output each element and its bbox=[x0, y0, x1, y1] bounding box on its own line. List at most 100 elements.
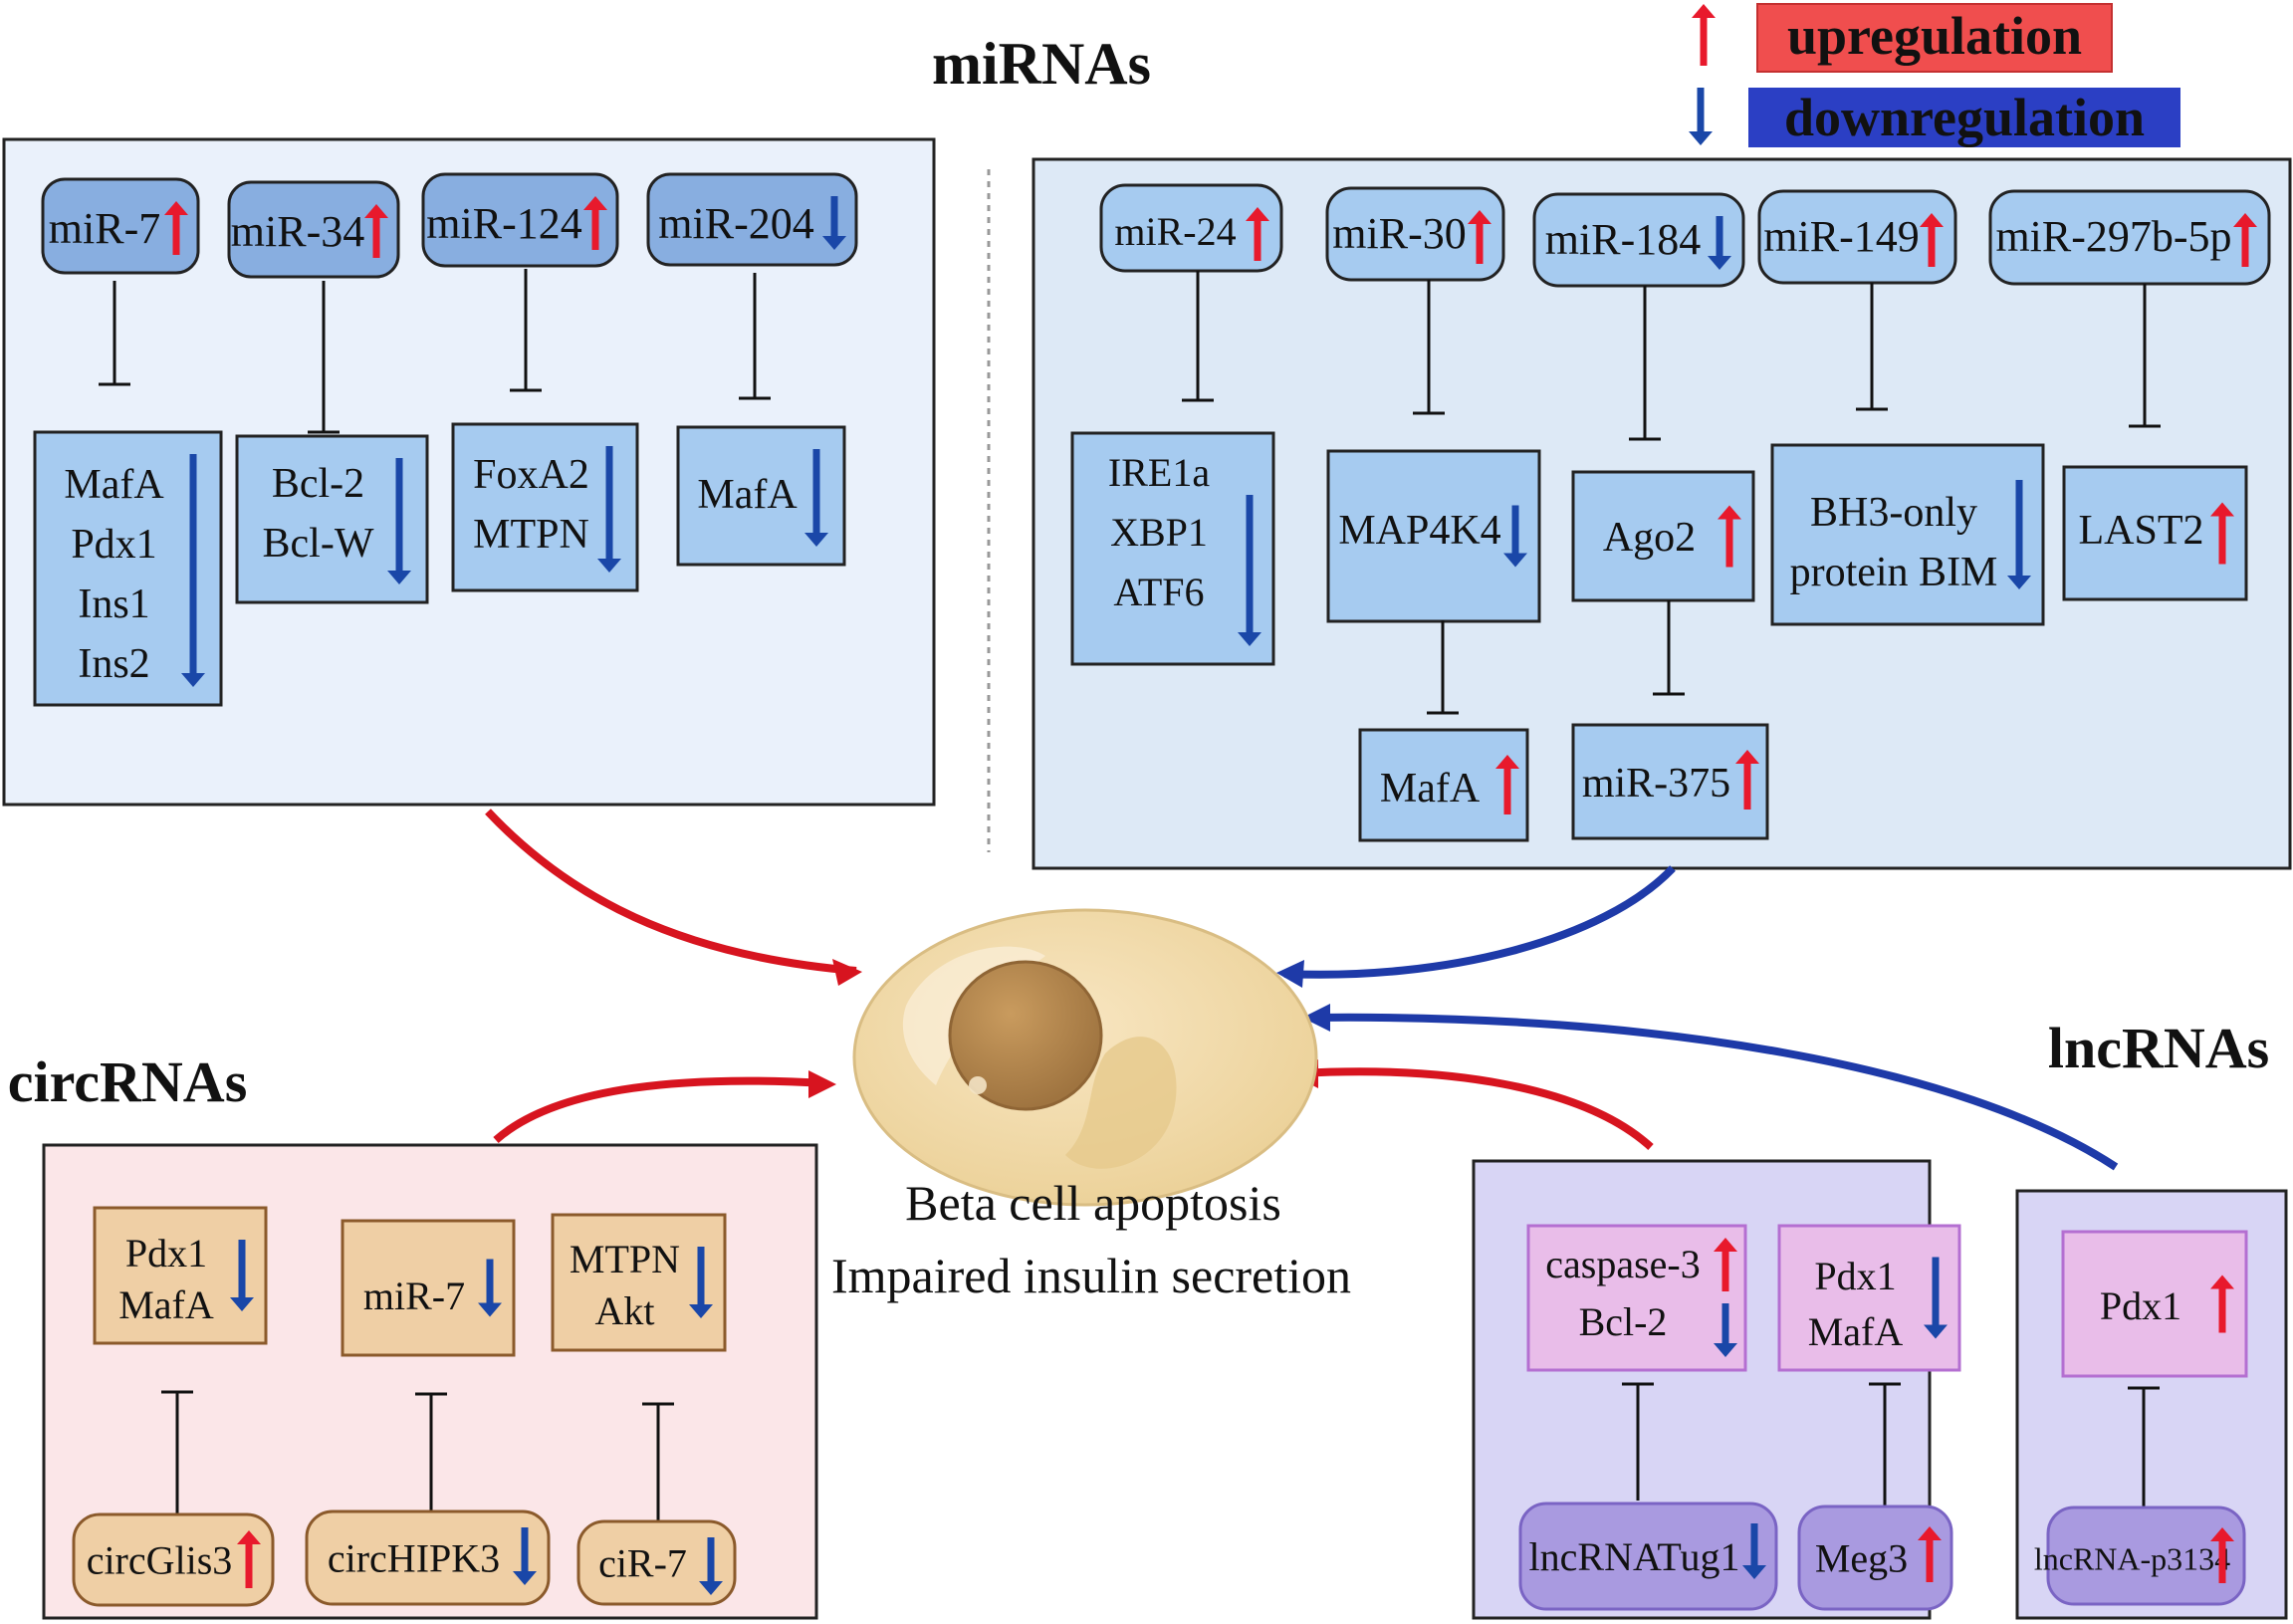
target-label: MafA bbox=[1808, 1309, 1904, 1354]
lncrna-node bbox=[1797, 1505, 1953, 1611]
inhibition-connector bbox=[308, 281, 340, 434]
circrna-node bbox=[72, 1512, 275, 1607]
lncrna-label: lncRNA-p3134 bbox=[2034, 1541, 2230, 1577]
target-node bbox=[1526, 1224, 1747, 1372]
target-label: BH3-only bbox=[1810, 490, 1977, 536]
beta-cell-icon bbox=[852, 908, 1318, 1207]
target-label: MafA bbox=[118, 1282, 214, 1327]
up-arrow-icon bbox=[1468, 210, 1491, 264]
down-arrow-icon bbox=[1503, 505, 1527, 568]
legend-up-swatch bbox=[1756, 3, 2113, 73]
downstream-node bbox=[1571, 723, 1769, 840]
legend-down-label: downregulation bbox=[1784, 88, 2145, 147]
down-arrow-icon bbox=[1708, 216, 1731, 270]
center-line-1: Beta cell apoptosis bbox=[905, 1175, 1281, 1231]
mirna-label: miR-184 bbox=[1545, 215, 1701, 264]
circrna-label: circGlis3 bbox=[87, 1538, 233, 1583]
downstream-label: MafA bbox=[1380, 766, 1481, 812]
target-node bbox=[2062, 465, 2248, 601]
target-label: Pdx1 bbox=[125, 1231, 207, 1276]
mirna-label: miR-30 bbox=[1332, 209, 1466, 258]
nucleus-icon bbox=[948, 960, 1103, 1111]
up-arrow-icon bbox=[2210, 502, 2234, 565]
down-arrow-icon bbox=[1742, 1523, 1766, 1579]
lncrna-node bbox=[1518, 1502, 1778, 1611]
lncrna-pathways: caspase-3Bcl-2lncRNATug1Pdx1MafAMeg3Pdx1… bbox=[1518, 1224, 2248, 1611]
downstream-pathway: miR-375 bbox=[1571, 600, 1769, 840]
mirna-label: miR-34 bbox=[231, 207, 364, 256]
target-label: ATF6 bbox=[1113, 570, 1204, 614]
inhibition-connector bbox=[510, 269, 542, 392]
up-arrow-icon bbox=[1714, 1238, 1737, 1291]
mirna-label: miR-204 bbox=[658, 199, 813, 248]
target-label: FoxA2 bbox=[473, 452, 589, 498]
target-label: Pdx1 bbox=[71, 522, 156, 568]
circrna-pathways: Pdx1MafAcircGlis3miR-7circHIPK3MTPNAktci… bbox=[72, 1206, 737, 1607]
inhibition-connector bbox=[1856, 283, 1888, 411]
circrna-label: circHIPK3 bbox=[328, 1536, 500, 1581]
legend-up-label: upregulation bbox=[1787, 6, 2082, 66]
circrna-to-cell-arrow bbox=[493, 1076, 827, 1143]
target-label: MTPN bbox=[473, 512, 589, 558]
target-label: XBP1 bbox=[1110, 510, 1208, 555]
down-arrow-icon bbox=[689, 1247, 713, 1318]
target-node bbox=[93, 1206, 268, 1345]
mirna-node bbox=[1988, 189, 2271, 286]
arrowhead-icon bbox=[808, 1070, 836, 1098]
target-label: Pdx1 bbox=[2100, 1283, 2181, 1328]
downstream-pathway: MafA bbox=[1358, 620, 1529, 842]
down-arrow-icon bbox=[181, 454, 205, 687]
mirna-node bbox=[41, 177, 200, 275]
target-label: MTPN bbox=[570, 1237, 680, 1281]
down-arrow-icon bbox=[387, 458, 411, 584]
mirna-label: miR-297b-5p bbox=[1995, 212, 2231, 261]
down-arrow-icon bbox=[699, 1537, 723, 1595]
up-arrow-icon bbox=[1920, 213, 1944, 267]
target-label: MafA bbox=[64, 462, 164, 508]
inhibition-connector bbox=[1629, 286, 1661, 441]
down-arrow-icon bbox=[513, 1527, 537, 1585]
inhibition-connector bbox=[2129, 284, 2161, 428]
mirna-node bbox=[1532, 192, 1745, 288]
target-node bbox=[1777, 1224, 1961, 1372]
circrnas-title: circRNAs bbox=[8, 1049, 248, 1114]
mirna-right-pathways: miR-24IRE1aXBP1ATF6miR-30MAP4K4miR-184Ag… bbox=[1070, 183, 2271, 842]
mirnas-title: miRNAs bbox=[932, 31, 1151, 97]
legend-up-arrow-icon bbox=[1692, 4, 1716, 66]
up-arrow-icon bbox=[1692, 4, 1716, 66]
target-label: LAST2 bbox=[2079, 508, 2204, 554]
target-label: Ago2 bbox=[1603, 515, 1696, 561]
target-node bbox=[1326, 449, 1541, 623]
mirna-left-to-cell-arrow bbox=[485, 809, 857, 975]
mirna-node bbox=[421, 172, 619, 268]
target-label: Ins2 bbox=[78, 641, 149, 687]
lncrna-label: Meg3 bbox=[1815, 1536, 1908, 1581]
down-arrow-icon bbox=[1714, 1303, 1737, 1357]
down-arrow-icon bbox=[1238, 495, 1261, 646]
target-label: caspase-3 bbox=[1545, 1242, 1700, 1286]
mirna-node bbox=[1325, 186, 1505, 282]
mirna-left-pathways: miR-7MafAPdx1Ins1Ins2miR-34Bcl-2Bcl-WmiR… bbox=[33, 172, 858, 707]
mirna-node bbox=[227, 180, 400, 279]
arrowhead-icon bbox=[1276, 960, 1304, 988]
up-arrow-icon bbox=[2233, 213, 2257, 267]
center-line-2: Impaired insulin secretion bbox=[831, 1248, 1351, 1303]
lncrna-pathway: Pdx1 lncRNA-p3134 bbox=[2034, 1230, 2248, 1606]
down-arrow-icon bbox=[597, 446, 621, 573]
target-node bbox=[341, 1219, 516, 1357]
mirna-node bbox=[1757, 189, 1957, 285]
down-arrow-icon bbox=[230, 1240, 254, 1311]
target-label: Pdx1 bbox=[1814, 1254, 1896, 1298]
inhibition-connector bbox=[99, 281, 130, 386]
target-node bbox=[551, 1213, 727, 1352]
up-arrow-icon bbox=[583, 196, 607, 250]
mirna-label: miR-24 bbox=[1114, 209, 1236, 254]
